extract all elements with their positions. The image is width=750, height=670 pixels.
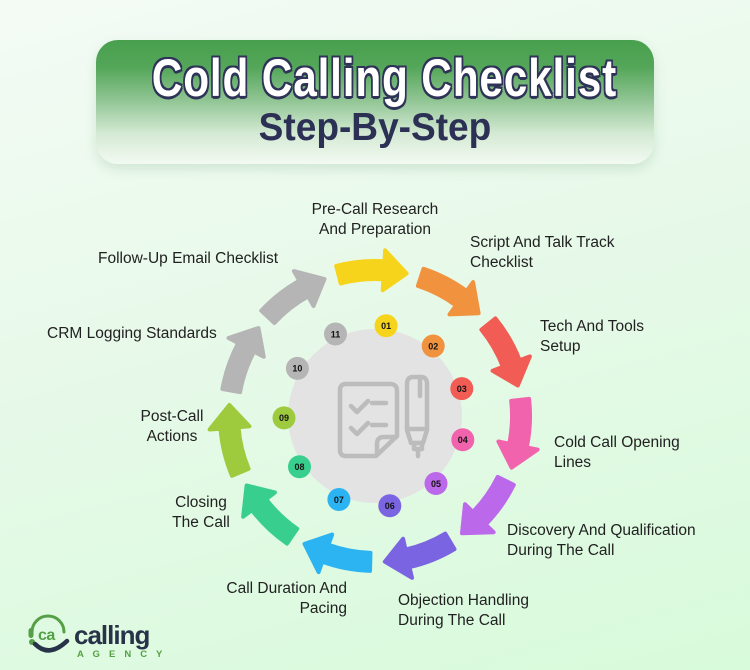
- badge-step-07: 07: [327, 488, 351, 511]
- svg-text:06: 06: [385, 501, 395, 511]
- badge-step-04: 04: [451, 428, 475, 452]
- svg-text:11: 11: [331, 329, 341, 339]
- step-label-04: Cold Call Opening Lines: [554, 434, 680, 471]
- badge-step-06: 06: [378, 494, 402, 518]
- badge-step-10: 10: [285, 356, 309, 380]
- svg-text:07: 07: [334, 495, 344, 505]
- arrow-step-05: [460, 474, 516, 536]
- badge-step-11: 11: [324, 322, 347, 346]
- step-label-02: Script And Talk Track Checklist: [470, 234, 615, 271]
- arrow-step-07: [302, 532, 373, 575]
- logo-name: calling: [74, 620, 149, 650]
- svg-text:02: 02: [428, 341, 438, 351]
- badge-step-03: 03: [450, 377, 474, 401]
- svg-text:09: 09: [279, 413, 289, 423]
- badge-step-08: 08: [288, 455, 311, 479]
- arrow-step-11: [259, 269, 327, 325]
- arrow-step-02: [415, 266, 481, 317]
- headset-icon: [28, 614, 70, 653]
- page-subtitle: Step-By-Step: [258, 106, 492, 149]
- svg-text:10: 10: [292, 364, 302, 374]
- arrow-step-09: [207, 403, 252, 478]
- arrow-step-06: [382, 531, 457, 580]
- svg-text:01: 01: [381, 321, 391, 331]
- badge-step-05: 05: [424, 472, 448, 495]
- step-label-11: Follow-Up Email Checklist: [98, 250, 279, 267]
- step-label-05: Discovery And Qualification During The C…: [507, 522, 696, 559]
- arrow-step-01: [334, 248, 409, 293]
- logo-initials: ca: [38, 627, 55, 644]
- checklist-and-pen-icon: [337, 374, 430, 459]
- page-title: Cold Calling Checklist: [151, 49, 618, 108]
- badge-step-02: 02: [421, 334, 445, 358]
- step-label-08: Closing The Call: [172, 494, 230, 531]
- svg-text:04: 04: [458, 435, 468, 445]
- title-banner: Cold Calling Checklist Step-By-Step: [96, 40, 654, 164]
- step-label-10: CRM Logging Standards: [47, 325, 217, 342]
- center-circle: [288, 329, 462, 503]
- badge-step-01: 01: [374, 314, 398, 338]
- step-label-03: Tech And Tools Setup: [540, 318, 644, 355]
- step-label-06: Objection Handling During The Call: [398, 592, 529, 629]
- arrow-step-03: [479, 316, 532, 388]
- arrow-step-10: [220, 326, 266, 395]
- step-label-07: Call Duration And Pacing: [226, 580, 347, 617]
- svg-text:03: 03: [457, 384, 467, 394]
- svg-text:08: 08: [294, 462, 304, 472]
- step-label-09: Post-Call Actions: [140, 408, 204, 445]
- calling-agency-logo: ca calling A G E N C Y: [28, 614, 166, 660]
- badge-step-09: 09: [272, 406, 296, 430]
- svg-text:05: 05: [431, 479, 441, 489]
- arrow-step-08: [241, 483, 300, 546]
- arrow-step-04: [496, 396, 540, 470]
- logo-tagline: A G E N C Y: [77, 649, 166, 660]
- step-label-01: Pre-Call Research And Preparation: [311, 201, 439, 238]
